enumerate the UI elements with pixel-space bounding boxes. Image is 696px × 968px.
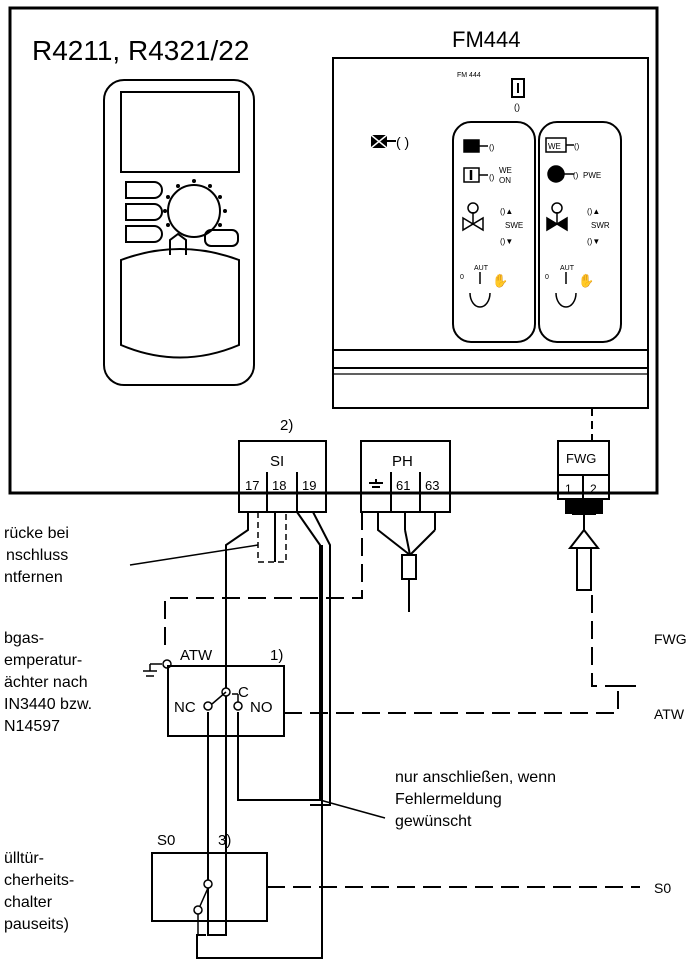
module-small-label: FM 444 xyxy=(457,72,481,79)
panel1-controls xyxy=(462,139,491,308)
panel2-manual-hand-icon: ✋ xyxy=(578,273,594,288)
si-note: 2) xyxy=(280,417,293,434)
panel2-down-indicator: ()▼ xyxy=(587,237,600,246)
panel1-we-label: WE xyxy=(499,166,512,175)
atw-dashed-line xyxy=(284,685,640,714)
panel1-aut-label: AUT xyxy=(474,265,489,272)
panel2-we-box: WE xyxy=(548,142,561,151)
terminal-si-pin-18: 18 xyxy=(272,478,286,493)
panel2-we-led: () xyxy=(574,142,580,151)
right-fwg-label: FWG xyxy=(654,631,687,647)
svg-text:( ): ( ) xyxy=(396,134,409,150)
atw-contact-nc: NC xyxy=(174,699,196,716)
atw-box xyxy=(167,665,285,737)
bridge-label-line-2: nschluss xyxy=(6,547,68,564)
panel1-swe-label: SWE xyxy=(505,221,523,230)
atw-contact-c: C xyxy=(238,684,249,701)
panel1-zero-label: 0 xyxy=(460,274,464,281)
right-atw-label: ATW xyxy=(654,706,685,722)
panel2-zero-label: 0 xyxy=(545,274,549,281)
panel2-pwe-label: PWE xyxy=(583,171,601,180)
ground-icon xyxy=(143,659,172,677)
s0-switch xyxy=(193,879,213,935)
right-s0-label: S0 xyxy=(654,880,671,896)
burner-icon: ( ) xyxy=(370,134,409,150)
atw-desc-line-2: emperatur- xyxy=(4,652,82,669)
ph-sensor xyxy=(377,512,436,612)
terminal-fwg-name: FWG xyxy=(566,451,596,466)
s0-desc-line-2: cherheits- xyxy=(4,872,74,889)
error-note-leader xyxy=(319,799,386,819)
panel1-up-indicator: ()▲ xyxy=(500,207,513,216)
panel1-on-label: ON xyxy=(499,176,511,185)
atw-switch xyxy=(203,687,243,711)
error-note-line-3: gewünscht xyxy=(395,813,472,830)
atw-contact-no: NO xyxy=(250,699,273,716)
panel2-swr-label: SWR xyxy=(591,221,610,230)
terminal-ph-pin-63: 63 xyxy=(425,478,439,493)
bridge-label-line-3: ntfernen xyxy=(4,569,63,586)
terminal-fwg-pin-1: 1 xyxy=(565,482,572,496)
error-note-line-1: nur anschließen, wenn xyxy=(395,769,556,786)
panel2-controls xyxy=(545,137,577,308)
atw-note: 1) xyxy=(270,647,283,664)
fm444-module xyxy=(332,57,649,409)
fwg-dashed-line xyxy=(591,595,632,687)
s0-box-label: S0 xyxy=(157,832,175,849)
terminal-fwg-pin-2: 2 xyxy=(590,482,597,496)
housing-frame xyxy=(8,6,659,495)
atw-desc-line-1: bgas- xyxy=(4,630,44,647)
s0-desc-line-1: ülltür- xyxy=(4,850,44,867)
panel2-aut-label: AUT xyxy=(560,265,575,272)
s0-desc-line-4: pauseits) xyxy=(4,916,69,933)
terminal-si-pin-17: 17 xyxy=(245,478,259,493)
module-title: FM444 xyxy=(452,27,520,52)
error-note-line-2: Fehlermeldung xyxy=(395,791,502,808)
ph-ground-dashed xyxy=(164,512,363,650)
panel1-burner-led: () xyxy=(489,143,495,152)
bridge-dashed-box xyxy=(257,511,287,563)
terminal-si-pin-19: 19 xyxy=(302,478,316,493)
atw-desc-line-4: IN3440 bzw. xyxy=(4,696,92,713)
atw-desc-line-5: N14597 xyxy=(4,718,60,735)
panel1-manual-hand-icon: ✋ xyxy=(492,273,508,288)
fwg-plug xyxy=(565,498,603,591)
terminal-ph-name: PH xyxy=(392,453,413,470)
panel1-down-indicator: ()▼ xyxy=(500,237,513,246)
panel1-we-led: () xyxy=(489,173,495,182)
controller-device xyxy=(103,79,255,386)
atw-desc-line-3: ächter nach xyxy=(4,674,88,691)
panel2-up-indicator: ()▲ xyxy=(587,207,600,216)
terminal-ph xyxy=(360,440,451,513)
terminal-si xyxy=(238,440,327,513)
s0-desc-line-3: chalter xyxy=(4,894,53,911)
module-status-led: () xyxy=(514,102,520,112)
bridge-leader-line xyxy=(129,544,259,566)
terminal-ph-pin-61: 61 xyxy=(396,478,410,493)
panel2-pwe-led: () xyxy=(573,171,579,180)
bridge-label-line-1: rücke bei xyxy=(4,525,69,542)
terminal-si-name: SI xyxy=(270,453,284,470)
s0-note: 3) xyxy=(218,832,231,849)
atw-box-label: ATW xyxy=(180,647,213,664)
controller-model-label: R4211, R4321/22 xyxy=(32,35,249,66)
